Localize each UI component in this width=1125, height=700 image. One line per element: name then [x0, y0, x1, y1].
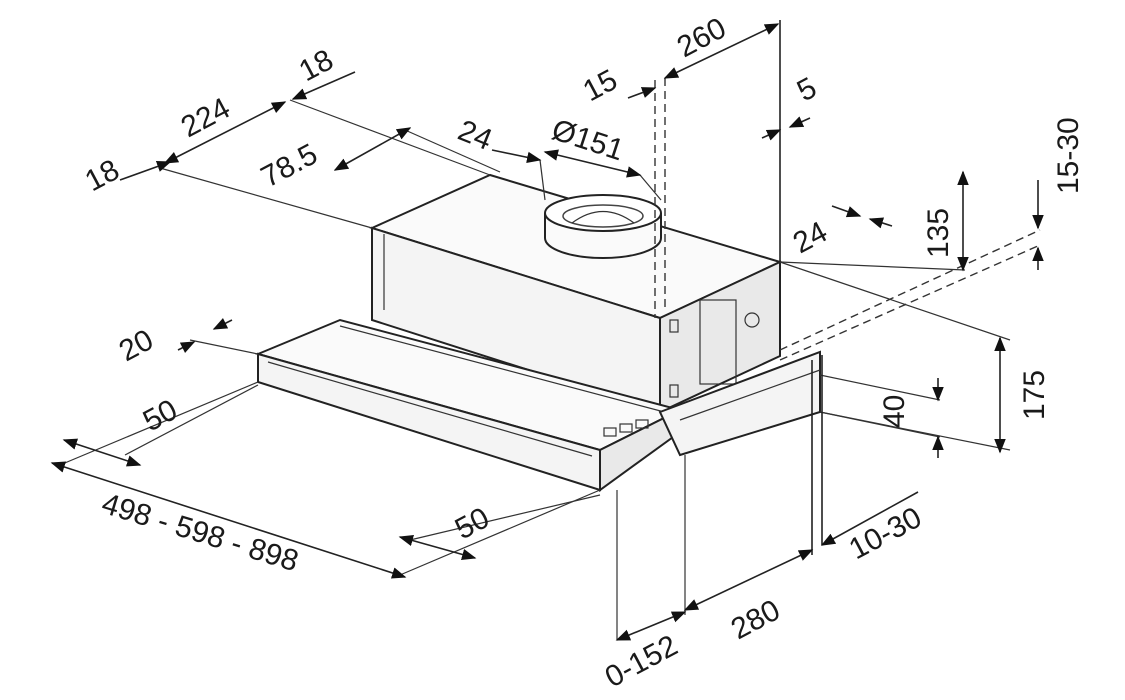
dim-label-175: 175 [1018, 370, 1051, 420]
dim-label-135: 135 [922, 208, 955, 258]
dim-label-15: 15 [578, 63, 623, 108]
dim-label-40: 40 [878, 395, 911, 428]
dim-label-15-30: 15-30 [1052, 117, 1085, 194]
dim-label-top-24: 24 [453, 114, 496, 157]
dim-label-0-152: 0-152 [600, 629, 683, 694]
dim-label-260: 260 [672, 12, 732, 65]
dim-label-78-5: 78.5 [256, 138, 323, 195]
hood-body [254, 173, 821, 492]
dim-label-5: 5 [792, 71, 822, 108]
duct-collar [544, 194, 662, 259]
dim-label-top-left-18: 18 [80, 153, 125, 198]
dim-label-280: 280 [726, 594, 786, 647]
dim-label-duct-diameter: Ø151 [548, 113, 628, 167]
control-panel-detail [699, 299, 737, 385]
dim-label-side-24: 24 [788, 215, 833, 260]
dim-label-left-50: 50 [138, 393, 183, 438]
control-buttons [603, 419, 649, 437]
dim-label-224: 224 [176, 92, 236, 145]
connector-detail [744, 312, 760, 328]
extension-lines [59, 20, 1041, 640]
tray-back-edge [339, 325, 673, 415]
clip-detail-2 [669, 384, 679, 398]
dimension-lines [50, 23, 1044, 641]
clip-detail [669, 319, 679, 333]
tray-inner-edge [267, 361, 593, 457]
dim-label-width-range: 498 - 598 - 898 [98, 487, 302, 578]
dim-label-20: 20 [114, 323, 159, 368]
housing-side-face [659, 260, 781, 414]
dim-label-right-50: 50 [450, 501, 495, 546]
base-frame-edge [679, 369, 821, 421]
